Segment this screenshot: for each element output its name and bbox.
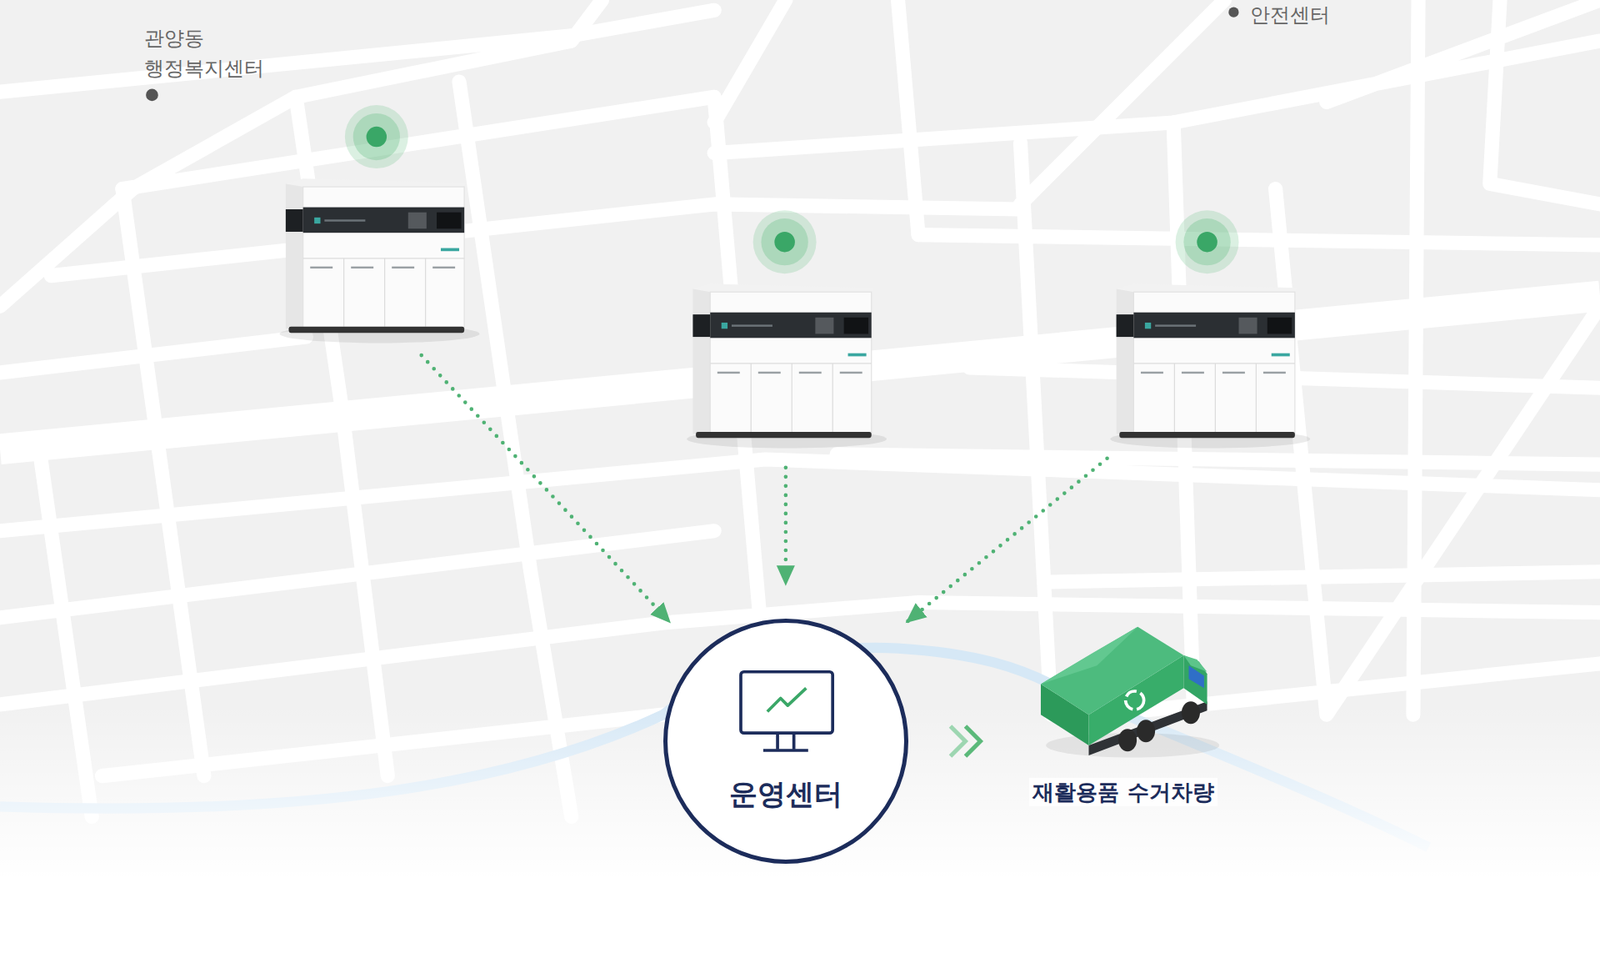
circle-fill: [664, 619, 907, 862]
place-label: 관양동 행정복지센터: [144, 23, 276, 84]
signal-pulse: [1175, 210, 1240, 274]
signal-pulse: [345, 105, 409, 169]
machine: [1110, 283, 1310, 448]
machine: [686, 283, 887, 448]
node-text: 운영센터: [729, 775, 843, 812]
signal-pulse: [753, 210, 817, 274]
chevron: [950, 725, 966, 756]
streets: [0, 0, 1600, 817]
location-dot: [1228, 7, 1239, 18]
flow-chevron: [911, 725, 1021, 756]
machine: [280, 178, 480, 343]
node-text: 재활용품 수거차량: [1029, 777, 1217, 806]
location-dot: [145, 89, 159, 102]
recycling-truck: [1040, 626, 1220, 758]
monitor-icon: [740, 671, 833, 750]
truck-node: 재활용품 수거차량: [1024, 620, 1223, 806]
operation-center-circle: 운영센터: [663, 618, 909, 864]
chevron: [965, 725, 981, 756]
place-label: 안전센터: [1250, 0, 1330, 30]
